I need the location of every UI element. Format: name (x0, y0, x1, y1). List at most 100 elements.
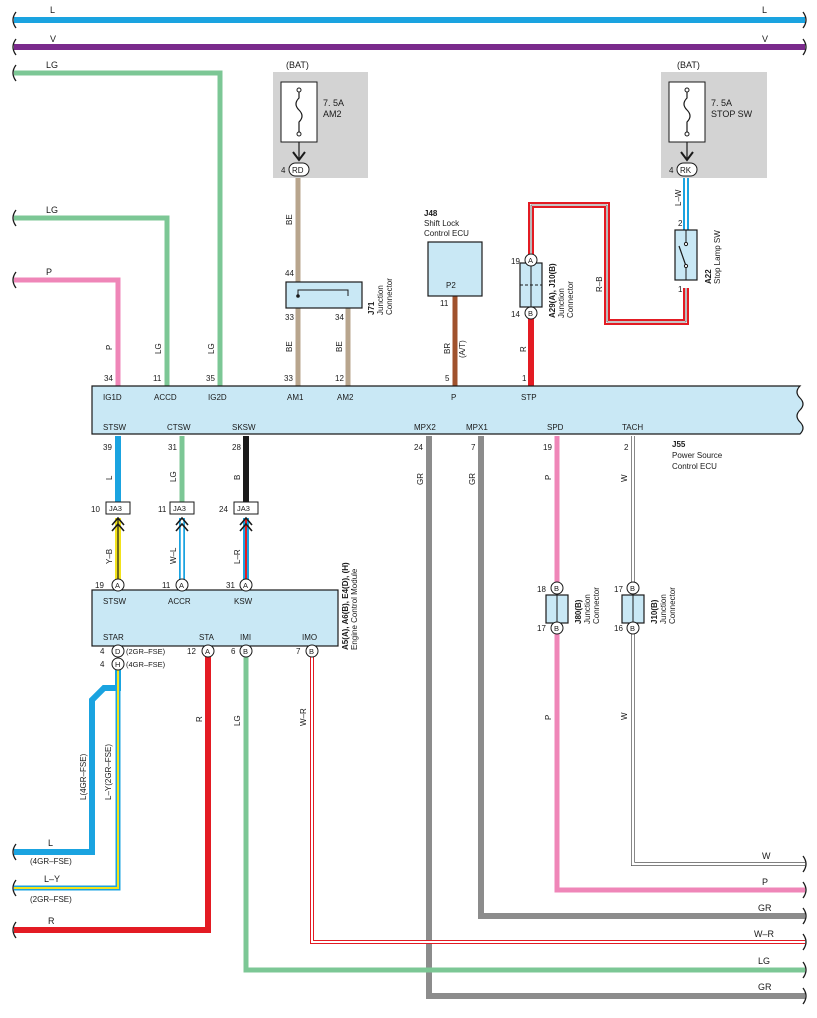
ecm-pin-imi: IMI (240, 633, 251, 642)
j55-pin-num-am1: 33 (284, 374, 293, 383)
bus-v-label-left: V (50, 34, 56, 44)
be-top-label: BE (285, 214, 294, 225)
j55-pin-num-ig1d: 34 (104, 374, 113, 383)
ecm-pin-circles (111, 578, 319, 671)
j55-pin-sksw: SKSW (232, 423, 256, 432)
j48-desc2: Control ECU (424, 229, 469, 238)
j55-id: J55 (672, 440, 686, 449)
j10-conn-top: B (630, 584, 635, 593)
be-am2-label: BE (335, 341, 344, 352)
j55-pin-ctsw: CTSW (167, 423, 191, 432)
w-tach-label: W (620, 474, 629, 482)
lg-top-label: LG (46, 60, 58, 70)
wire-gr-mpx1 (478, 436, 805, 919)
r-stp-label: R (519, 346, 528, 352)
j55-pin-accd: ACCD (154, 393, 177, 402)
junction-j10 (621, 581, 645, 635)
j55-pin-num-spd: 19 (543, 443, 552, 452)
j48-id: J48 (424, 209, 438, 218)
wire-rb (528, 202, 689, 325)
j10-conn-bot: B (630, 624, 635, 633)
j10-pin-top: 17 (614, 585, 623, 594)
wl-label: W–L (169, 547, 178, 564)
j55-desc2: Control ECU (672, 462, 717, 471)
ecm-pin-num-imo: 7 (296, 647, 301, 656)
bus-v-label-right: V (762, 34, 768, 44)
lg-mid-label: LG (46, 205, 58, 215)
wire-r-sta (14, 656, 211, 933)
ecm-pin-num-star-h: 4 (100, 660, 105, 669)
ecm-conn-sta: A (205, 647, 210, 656)
j80-id: J80(B) (574, 599, 583, 624)
j48-pin: 11 (440, 299, 449, 308)
j55-pin-tach: TACH (622, 423, 643, 432)
ecm-conn-imo: B (309, 647, 314, 656)
ecm-pin-num-sta: 12 (187, 647, 196, 656)
bat-left-rating: 7. 5A (323, 98, 344, 108)
ecm-conn-star-h: H (115, 660, 120, 669)
a29-pin-bot: 14 (511, 310, 520, 319)
stop-lamp-switch (674, 229, 698, 281)
w-tach2-label: W (620, 712, 629, 720)
wire-w-tach (631, 436, 805, 866)
bat-right-title: (BAT) (677, 60, 700, 70)
j80-pin-bot: 17 (537, 624, 546, 633)
wire-lg-accd (14, 215, 170, 388)
ja3-connectors (105, 501, 259, 532)
yb-label: Y–B (105, 549, 114, 564)
j55-pin-stsw: STSW (103, 423, 127, 432)
be-am1-label: BE (285, 341, 294, 352)
wire-l-4gr (14, 664, 121, 855)
ecm-note-4gr: (4GR–FSE) (126, 660, 166, 669)
j71-pin-out-a: 33 (285, 313, 294, 322)
ja3-1-conn: JA3 (109, 504, 122, 513)
wr-imo-label: W–R (299, 708, 308, 726)
right-out-wr: W–R (754, 929, 775, 939)
left-out-ly: L–Y (44, 874, 60, 884)
j55-pin-p: P (451, 393, 456, 402)
j55-pin-ig2d: IG2D (208, 393, 227, 402)
j71-pin-in: 44 (285, 269, 294, 278)
b-sksw-label: B (233, 475, 242, 480)
j55-pin-num-sksw: 28 (232, 443, 241, 452)
ja3-1-num: 10 (91, 505, 100, 514)
right-out-p: P (762, 877, 768, 887)
wire-end-braces (12, 11, 807, 1005)
j80-conn-bot: B (554, 624, 559, 633)
bat-right-pin: 4 (669, 166, 674, 175)
lg-accd-label: LG (154, 343, 163, 354)
rb-label: R–B (595, 276, 604, 292)
junction-a29 (519, 253, 543, 320)
left-out-ly-note: (2GR–FSE) (30, 895, 72, 904)
p-spd-label: P (544, 475, 553, 480)
ecm-pin-ksw: KSW (234, 597, 253, 606)
ecm-pin-sta: STA (199, 633, 215, 642)
gr-mpx2-label: GR (416, 473, 425, 485)
j55-pin-mpx1: MPX1 (466, 423, 488, 432)
gr-mpx1-label: GR (468, 473, 477, 485)
wire-wr-imo (310, 656, 805, 944)
j48-desc1: Shift Lock (424, 219, 460, 228)
j55-pin-num-p: 5 (445, 374, 450, 383)
l4gr-label: L(4GR–FSE) (79, 753, 88, 800)
ecm-body (91, 589, 339, 647)
j10-desc1: Junction (659, 594, 668, 624)
ecm-note-2gr: (2GR–FSE) (126, 647, 166, 656)
ecm-desc: Engine Control Module (350, 568, 359, 650)
ecm-conn-ksw: A (243, 581, 248, 590)
j55-pin-num-am2: 12 (335, 374, 344, 383)
a29-conn-bot: B (528, 309, 533, 318)
a29-id: A29(A), J10(B) (548, 263, 557, 318)
ja3-2-num: 11 (158, 505, 167, 514)
lw-label: L–W (674, 189, 683, 206)
bat-left-title: (BAT) (286, 60, 309, 70)
ecm-pin-num-star-d: 4 (100, 647, 105, 656)
a29-desc1: Junction (557, 288, 566, 318)
ecm-pin-num-stsw: 19 (95, 581, 104, 590)
j71-desc1: Junction (376, 285, 385, 315)
ecm-conn-star-d: D (115, 647, 121, 656)
p-spd2-label: P (544, 715, 553, 720)
j55-pin-spd: SPD (547, 423, 564, 432)
j71-desc2: Connector (385, 278, 394, 315)
j55-pin-num-mpx1: 7 (471, 443, 476, 452)
